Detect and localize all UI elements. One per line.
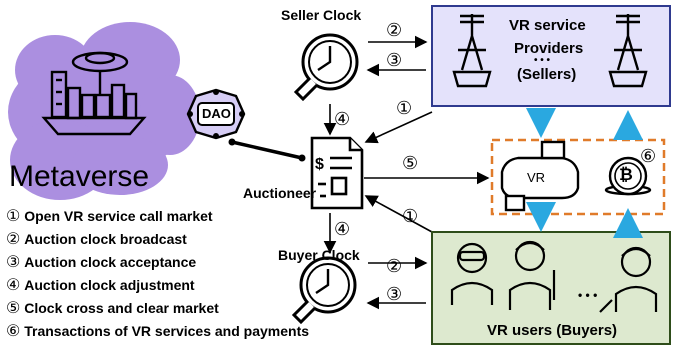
providers-title-line2: Providers: [514, 40, 584, 57]
metaverse-cloud: [8, 22, 200, 200]
dao-label: DAO: [202, 106, 231, 121]
legend-item: ③ Auction clock acceptance: [6, 252, 309, 275]
vr-headset-icon: [500, 140, 580, 212]
legend-item: ② Auction clock broadcast: [6, 229, 309, 252]
legend-marker: ①: [6, 208, 21, 225]
svg-text:$: $: [315, 156, 324, 173]
users-title: VR users (Buyers): [487, 322, 618, 339]
worker-icon: [450, 240, 658, 313]
auctioneer-document-icon: [310, 136, 364, 210]
users-dots: • • •: [578, 288, 598, 302]
step-marker-2-buyer: ②: [386, 256, 403, 276]
step-marker-3-seller: ③: [386, 50, 403, 70]
legend-marker: ⑤: [6, 300, 21, 317]
legend-item: ① Open VR service call market: [6, 206, 309, 229]
providers-title-line3: (Sellers): [517, 66, 577, 83]
legend-marker: ②: [6, 231, 21, 248]
legend: ① Open VR service call market ② Auction …: [6, 206, 309, 344]
buyer-clock-icon: [291, 256, 357, 325]
seller-clock-icon: [293, 33, 359, 102]
providers-title-line1: VR service: [509, 17, 586, 34]
legend-text: Auction clock broadcast: [24, 231, 187, 247]
step-marker-4-top: ④: [334, 109, 351, 129]
flow-arrows: [323, 35, 490, 310]
buyer-clock-label: Buyer Clock: [278, 247, 360, 263]
bitcoin-symbol: ₿: [619, 165, 633, 184]
step-marker-1-top: ①: [396, 98, 413, 118]
legend-text: Auction clock acceptance: [24, 254, 197, 270]
step-marker-3-buyer: ③: [386, 284, 403, 304]
legend-item: ④ Auction clock adjustment: [6, 275, 309, 298]
auctioneer-label: Auctioneer: [243, 185, 317, 201]
step-marker-1-bottom: ①: [402, 206, 419, 226]
vr-headset-label: VR: [527, 170, 546, 185]
step-marker-2-seller: ②: [386, 20, 403, 40]
legend-text: Auction clock adjustment: [24, 277, 195, 293]
legend-marker: ④: [6, 277, 21, 294]
legend-item: ⑥ Transactions of VR services and paymen…: [6, 321, 309, 344]
metaverse-label: Metaverse: [9, 160, 150, 193]
legend-marker: ⑥: [6, 323, 21, 340]
dao-link: [231, 140, 303, 160]
legend-text: Transactions of VR services and payments: [24, 323, 310, 339]
step-marker-6: ⑥: [640, 146, 657, 166]
legend-text: Open VR service call market: [24, 208, 213, 224]
dao-icon: [186, 88, 246, 140]
bitcoin-coin-icon: [604, 156, 652, 196]
seller-clock-label: Seller Clock: [281, 7, 362, 23]
transmission-tower-icon: [452, 14, 648, 88]
legend-text: Clock cross and clear market: [24, 300, 219, 316]
city-island-icon: [41, 51, 147, 136]
transaction-box: [490, 138, 666, 216]
legend-marker: ③: [6, 254, 21, 271]
blue-arrows: [526, 108, 643, 238]
step-marker-5: ⑤: [402, 153, 419, 173]
legend-item: ⑤ Clock cross and clear market: [6, 298, 309, 321]
providers-dots: • • •: [534, 55, 551, 66]
step-marker-4-bottom: ④: [334, 219, 351, 239]
